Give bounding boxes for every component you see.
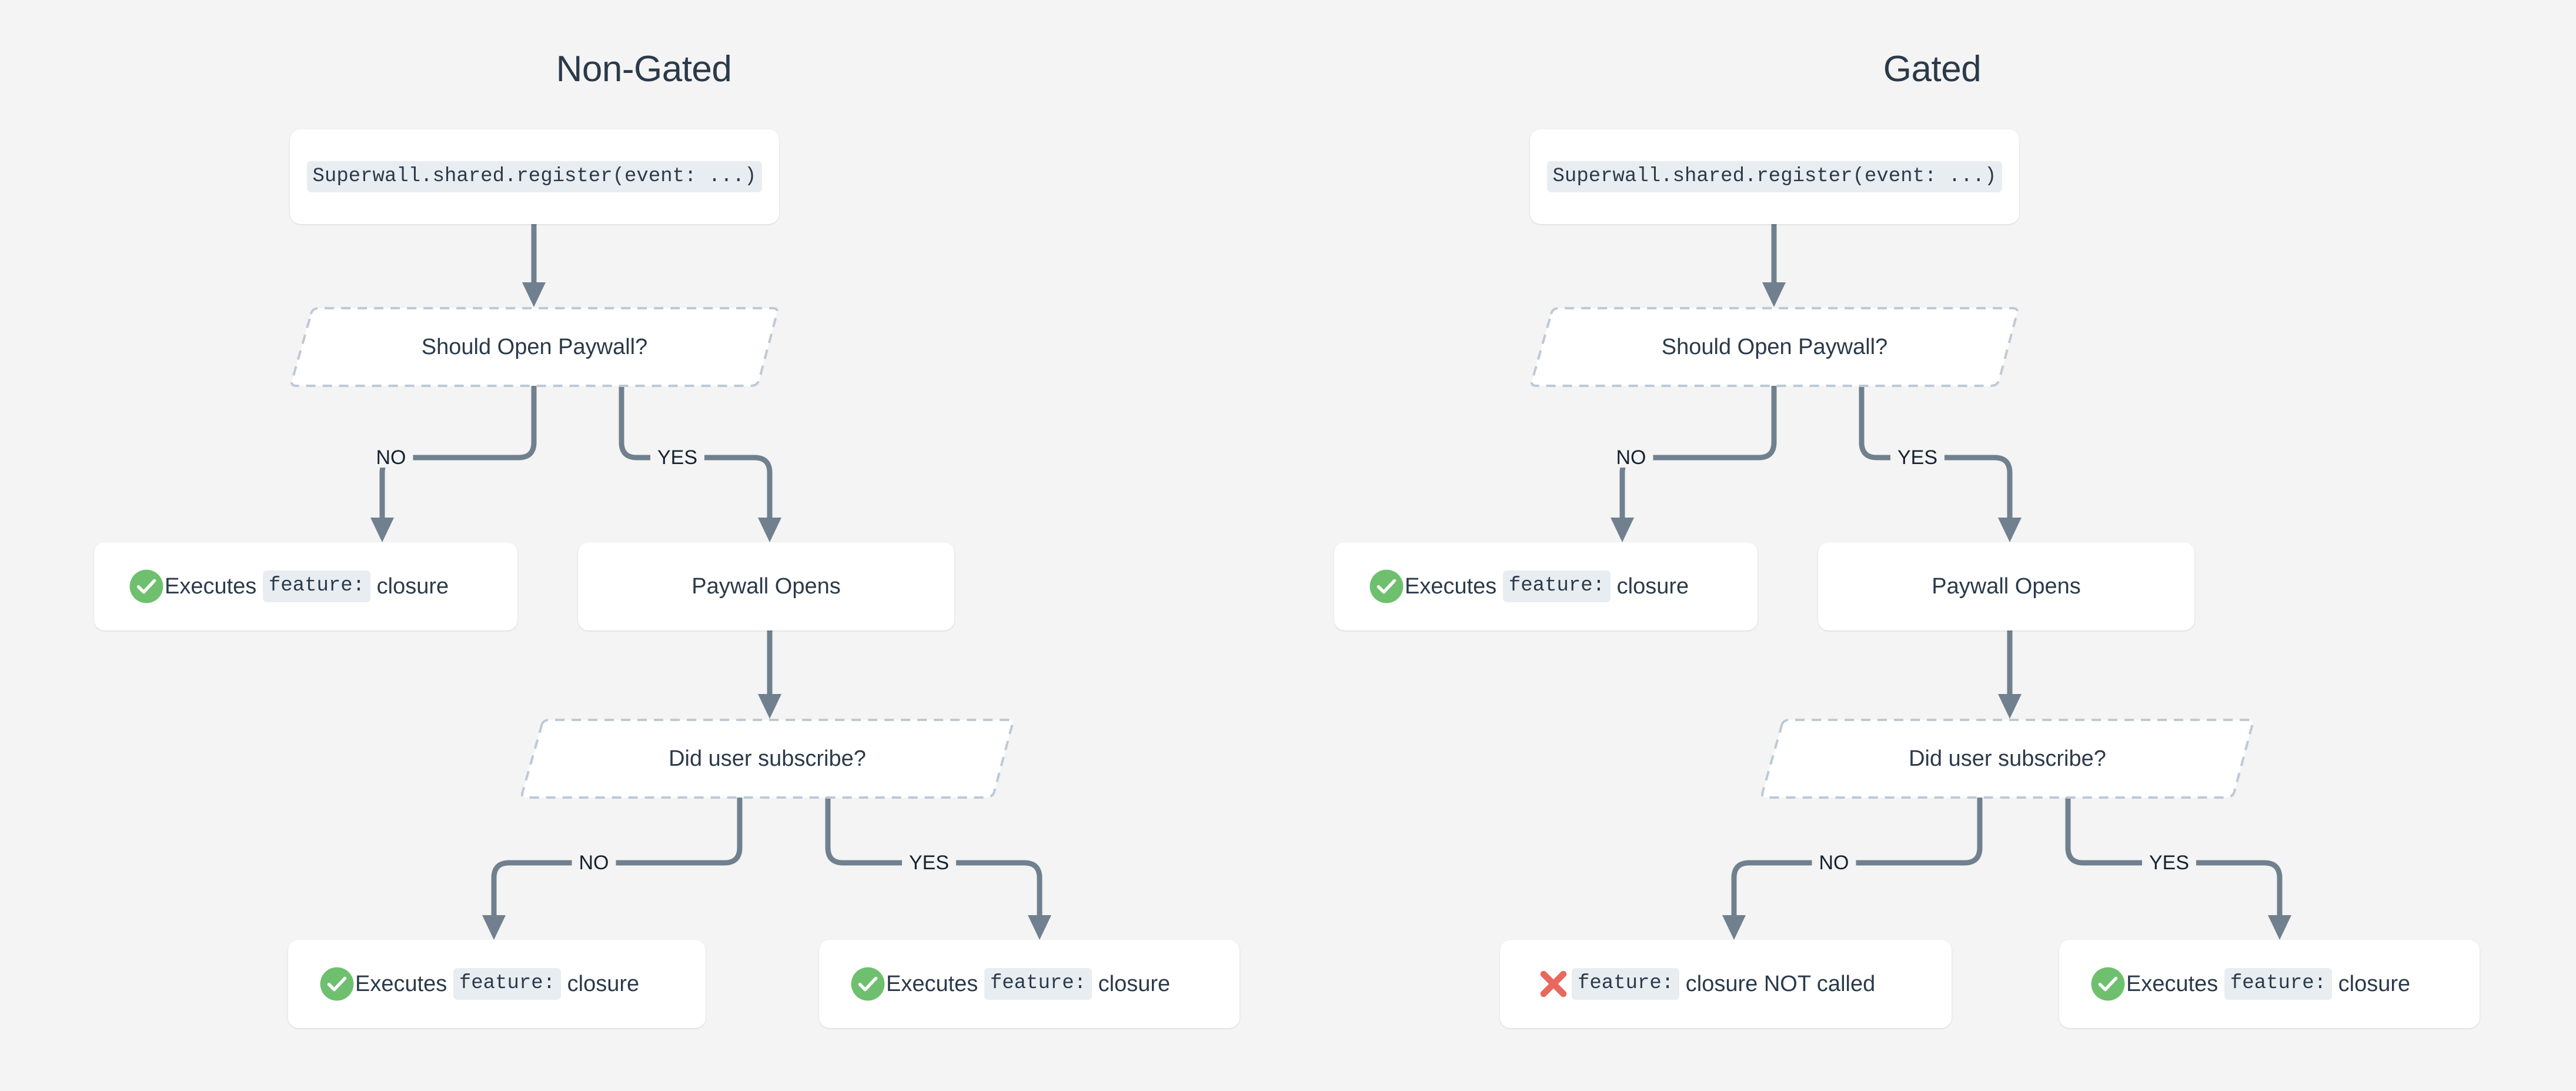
result-no-content: Executes feature: closure	[1334, 568, 1758, 605]
decision-2-label: Did user subscribe?	[669, 746, 866, 771]
result-sub-no-prefix: Executes	[355, 972, 453, 996]
edge-label-yes-1: YES	[1890, 448, 1945, 468]
edge-label-yes-2: YES	[2141, 853, 2197, 873]
decision-2-label: Did user subscribe?	[1909, 746, 2106, 771]
node-paywall-opens[interactable]: Paywall Opens	[578, 542, 954, 630]
decision-trapezoid-shape	[290, 307, 779, 387]
paywall-opens-label: Paywall Opens	[1932, 574, 2081, 599]
edge-label-yes-1: YES	[650, 448, 705, 468]
decision-trapezoid-shape-2	[521, 719, 1014, 799]
decision-trapezoid-shape	[1531, 307, 2019, 387]
result-sub-no-suffix: closure	[561, 972, 640, 996]
result-sub-yes-suffix: closure	[2332, 972, 2411, 996]
result-sub-yes-content: Executes feature: closure	[2059, 966, 2480, 1002]
check-circle-icon	[851, 967, 885, 1001]
edge-label-no-1: NO	[369, 448, 413, 468]
result-sub-no-content: Executes feature: closure	[288, 966, 706, 1002]
node-decision-did-user-subscribe[interactable]: Did user subscribe?	[520, 719, 1014, 799]
decision-trapezoid-shape-2	[1761, 719, 2254, 799]
node-register-call[interactable]: Superwall.shared.register(event: ...)	[1530, 129, 2019, 224]
x-mark-icon	[1540, 970, 1567, 997]
decision-1-label: Should Open Paywall?	[421, 334, 648, 359]
node-decision-should-open-paywall[interactable]: Should Open Paywall?	[1530, 307, 2019, 387]
check-circle-icon	[2091, 967, 2125, 1001]
check-circle-icon	[1369, 569, 1404, 603]
decision-1-label: Should Open Paywall?	[1661, 334, 1888, 359]
result-sub-yes-code-chip: feature:	[2224, 968, 2333, 1000]
panel-gated: Gated NO YES NO YES Superwall.shared.reg…	[1288, 0, 2576, 1091]
check-circle-icon	[129, 569, 163, 603]
node-result-not-subscribed[interactable]: feature: closure NOT called	[1500, 940, 1952, 1028]
panel-title-non-gated: Non-Gated	[556, 49, 732, 89]
result-sub-yes-prefix: Executes	[2126, 972, 2224, 996]
node-register-call[interactable]: Superwall.shared.register(event: ...)	[290, 129, 779, 224]
panel-non-gated: Non-Gated NO YES NO YES	[94, 49, 1239, 1028]
result-sub-yes-code-chip: feature:	[984, 968, 1092, 1000]
result-no-suffix: closure	[1611, 574, 1689, 599]
result-no-prefix: Executes	[165, 574, 263, 599]
node-result-subscribed[interactable]: Executes feature: closure	[2059, 940, 2480, 1028]
result-no-suffix: closure	[370, 574, 449, 599]
result-sub-yes-prefix: Executes	[886, 972, 984, 996]
register-call-label: Superwall.shared.register(event: ...)	[306, 161, 763, 193]
node-result-no-executes[interactable]: Executes feature: closure	[94, 542, 517, 630]
node-paywall-opens[interactable]: Paywall Opens	[1818, 542, 2194, 630]
result-sub-no-content: feature: closure NOT called	[1500, 966, 1952, 1002]
edge-label-no-2: NO	[572, 853, 616, 873]
result-sub-no-code-chip: feature:	[1572, 968, 1680, 1000]
result-no-code-chip: feature:	[1502, 570, 1611, 602]
register-code-chip: Superwall.shared.register(event: ...)	[306, 161, 763, 193]
paywall-opens-label: Paywall Opens	[691, 574, 841, 599]
result-no-code-chip: feature:	[262, 570, 371, 602]
edge-label-no-2: NO	[1812, 853, 1856, 873]
register-call-label: Superwall.shared.register(event: ...)	[1546, 161, 2003, 193]
result-sub-no-suffix: closure NOT called	[1679, 972, 1876, 996]
result-sub-yes-content: Executes feature: closure	[819, 966, 1239, 1002]
panel-title-gated: Gated	[1883, 49, 1982, 89]
node-result-not-subscribed[interactable]: Executes feature: closure	[288, 940, 706, 1028]
edge-label-yes-2: YES	[901, 853, 957, 873]
result-no-content: Executes feature: closure	[94, 568, 517, 605]
register-code-chip: Superwall.shared.register(event: ...)	[1546, 161, 2003, 193]
check-circle-icon	[320, 967, 354, 1001]
edge-label-no-1: NO	[1609, 448, 1653, 468]
node-decision-should-open-paywall[interactable]: Should Open Paywall?	[290, 307, 779, 387]
node-result-subscribed[interactable]: Executes feature: closure	[819, 940, 1239, 1028]
result-sub-yes-suffix: closure	[1092, 972, 1171, 996]
result-sub-no-code-chip: feature:	[453, 968, 562, 1000]
node-decision-did-user-subscribe[interactable]: Did user subscribe?	[1760, 719, 2254, 799]
result-no-prefix: Executes	[1405, 574, 1503, 599]
node-result-no-executes[interactable]: Executes feature: closure	[1334, 542, 1758, 630]
